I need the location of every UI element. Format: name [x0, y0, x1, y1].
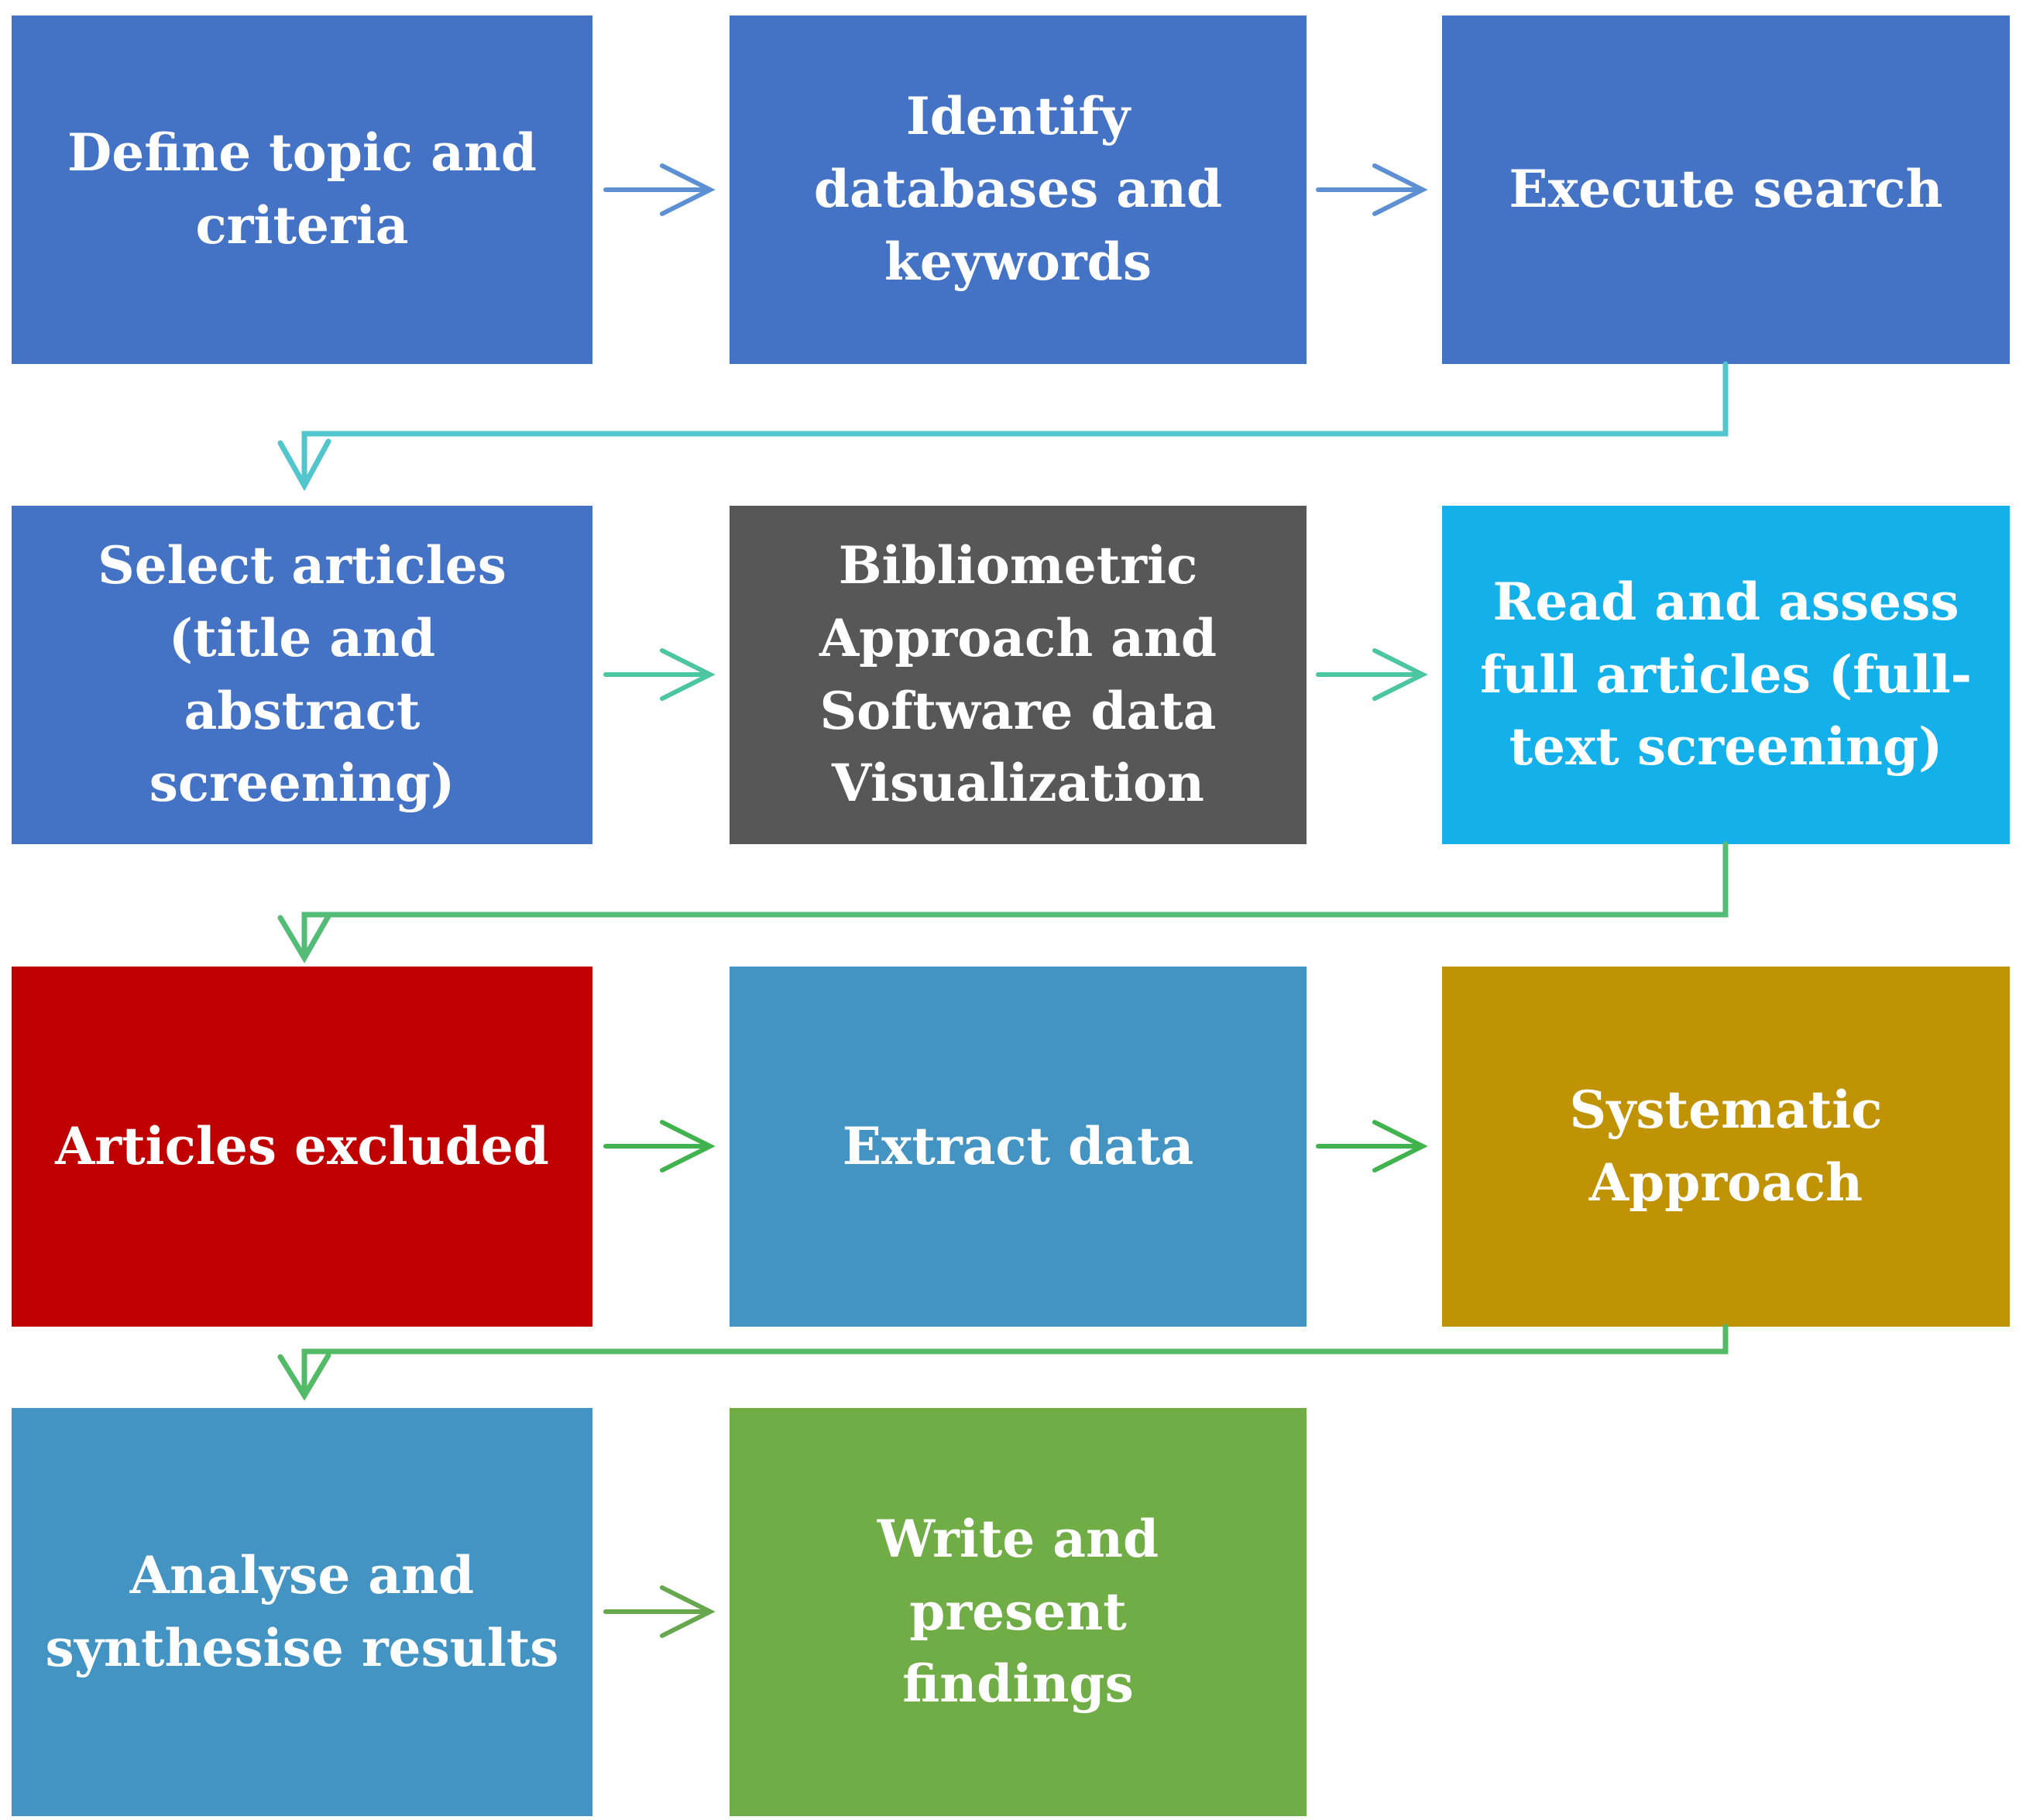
arrow-extract-to-systematic — [1316, 1120, 1428, 1173]
node-identify-databases-keywords: Identify databases and keywords — [730, 15, 1307, 364]
node-articles-excluded: Articles excluded — [12, 967, 592, 1327]
arrow-define-to-identify — [603, 163, 716, 216]
elbow-execute-to-select — [277, 361, 1729, 492]
elbow-systematic-to-analyse — [277, 1324, 1729, 1401]
node-extract-data: Extract data — [730, 967, 1307, 1327]
node-analyse-synthesise-results: Analyse and synthesise results — [12, 1408, 592, 1816]
elbow-read-to-excluded — [277, 841, 1729, 963]
arrow-analyse-to-write — [603, 1585, 716, 1638]
node-define-topic-and-criteria: Define topic and criteria — [12, 15, 592, 364]
arrow-bibliometric-to-read — [1316, 648, 1428, 701]
node-execute-search: Execute search — [1442, 15, 2010, 364]
node-write-present-findings: Write and present findings — [730, 1408, 1307, 1816]
node-bibliometric-approach: Bibliometric Approach and Software data … — [730, 506, 1307, 844]
arrow-excluded-to-extract — [603, 1120, 716, 1173]
arrow-identify-to-execute — [1316, 163, 1428, 216]
node-read-assess-full-articles: Read and assess full articles (full- tex… — [1442, 506, 2010, 844]
node-select-articles: Select articles (title and abstract scre… — [12, 506, 592, 844]
node-systematic-approach: Systematic Approach — [1442, 967, 2010, 1327]
arrow-select-to-bibliometric — [603, 648, 716, 701]
